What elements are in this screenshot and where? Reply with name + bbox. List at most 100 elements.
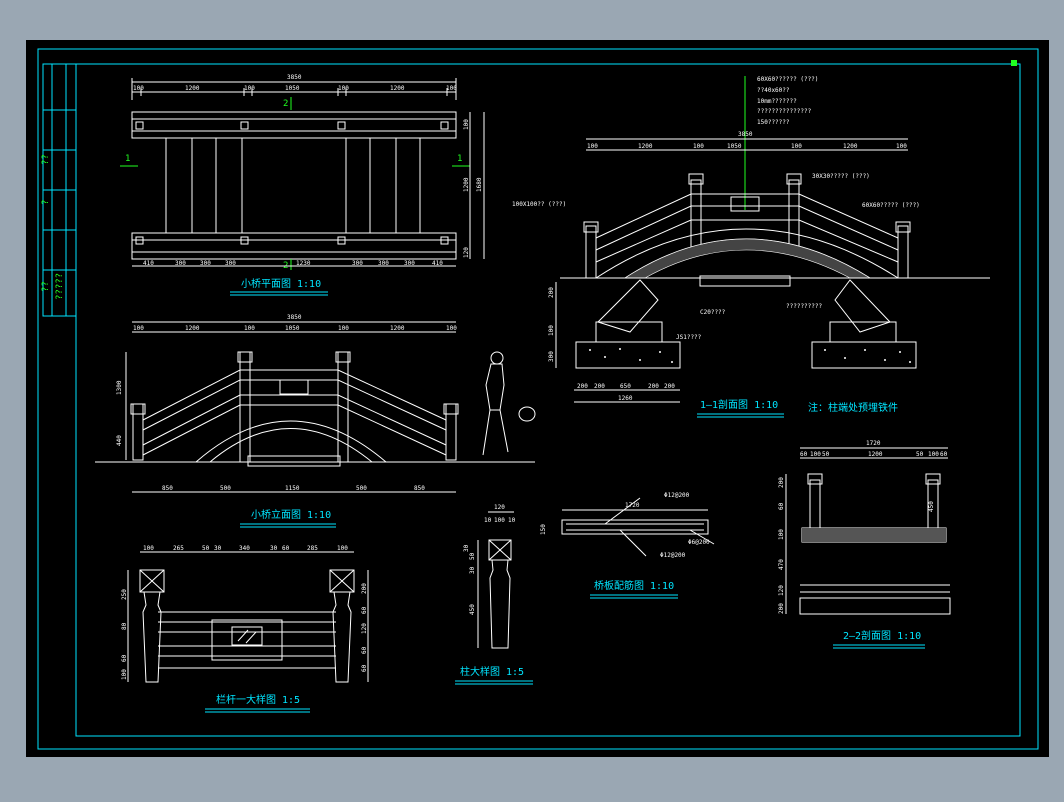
elev-dim: 1050 bbox=[285, 325, 300, 332]
s22-side-dim: 60 bbox=[778, 502, 785, 510]
rail-dim: 100 bbox=[143, 545, 154, 552]
note-text: 注：柱端处预埋铁件 bbox=[808, 401, 898, 414]
footing-dim: 200 bbox=[664, 383, 675, 390]
s22-dim: 100 bbox=[810, 451, 821, 458]
footing-dots bbox=[589, 348, 911, 363]
outer-border bbox=[37, 48, 1039, 750]
footing-dim: 650 bbox=[620, 383, 631, 390]
plan-side-dim: 120 bbox=[463, 247, 470, 258]
rail-dim: 30 bbox=[214, 545, 222, 552]
title-block-cell: ?? bbox=[41, 154, 51, 165]
title-block-cell: ? bbox=[41, 200, 51, 205]
s22-dim: 50 bbox=[822, 451, 830, 458]
plan-dim: 300 bbox=[404, 260, 415, 267]
s22-dim: 50 bbox=[916, 451, 924, 458]
section-1-1-view[interactable]: 60X60?????? (???) ??40x60?? 10mm??????? … bbox=[512, 76, 990, 418]
footing-dim: 200 bbox=[648, 383, 659, 390]
sec-side-dim: 200 bbox=[548, 287, 555, 298]
section-label: ?????????? bbox=[786, 303, 823, 310]
s22-dim: 100 bbox=[928, 451, 939, 458]
title-block-cell: ????? bbox=[55, 273, 65, 300]
plan-dim: 300 bbox=[352, 260, 363, 267]
section-mark: 2 bbox=[283, 99, 288, 109]
post-dim: 100 bbox=[494, 517, 505, 524]
footing-dim: 200 bbox=[594, 383, 605, 390]
rail-dim: 100 bbox=[121, 669, 128, 680]
plan-dim: 100 bbox=[338, 85, 349, 92]
post-dim: 10 bbox=[508, 517, 516, 524]
plan-side-dim: 1680 bbox=[476, 177, 483, 192]
section-mark: 1 bbox=[125, 154, 130, 164]
sec-dim: 1200 bbox=[843, 143, 858, 150]
elev-dim: 850 bbox=[414, 485, 425, 492]
elev-dim: 850 bbox=[162, 485, 173, 492]
post-detail[interactable]: 120 10 100 10 50 30 30 450 柱大样图 1:5 bbox=[455, 504, 533, 685]
section22-title: 2—2剖面图 1:10 bbox=[843, 629, 921, 642]
rail-dim: 340 bbox=[239, 545, 250, 552]
inner-border bbox=[75, 63, 1021, 737]
rail-dim: 60 bbox=[361, 664, 368, 672]
plan-dim: 100 bbox=[244, 85, 255, 92]
section11-title: 1—1剖面图 1:10 bbox=[700, 398, 778, 411]
section-2-2-view[interactable]: 1720 60 100 50 1200 50 100 60 450 200 60… bbox=[778, 440, 951, 649]
elev-side-dim: 1300 bbox=[116, 380, 123, 395]
rail-dim: 80 bbox=[121, 622, 128, 630]
post-dim: 50 bbox=[469, 552, 476, 560]
elevation-title: 小桥立面图 1:10 bbox=[251, 508, 331, 521]
s22-side-dim: 200 bbox=[778, 603, 785, 614]
slab-rebar-detail[interactable]: 1720 150 Φ12@200 Φ6@200 Φ12@200 桥板配筋图 1:… bbox=[540, 492, 715, 599]
elev-dim: 1200 bbox=[390, 325, 405, 332]
plan-dim: 1200 bbox=[390, 85, 405, 92]
plan-dim: 100 bbox=[133, 85, 144, 92]
rail-dim: 60 bbox=[282, 545, 290, 552]
post-dim: 450 bbox=[469, 604, 476, 615]
elev-dim: 1200 bbox=[185, 325, 200, 332]
post-dim: 30 bbox=[469, 566, 476, 574]
callout: 60X60?????? (???) bbox=[757, 76, 818, 83]
plan-dim: 1050 bbox=[285, 85, 300, 92]
plan-dim: 300 bbox=[378, 260, 389, 267]
plan-dim: 410 bbox=[432, 260, 443, 267]
rail-dim: 60 bbox=[361, 646, 368, 654]
sec-side-dim: 100 bbox=[548, 325, 555, 336]
slab-dim: 1720 bbox=[625, 502, 640, 509]
plan-side-dim: 100 bbox=[463, 119, 470, 130]
grip-point[interactable] bbox=[1011, 60, 1017, 66]
sec-side-dim: 300 bbox=[548, 351, 555, 362]
plan-title: 小桥平面图 1:10 bbox=[241, 278, 321, 290]
s22-inner-dim: 450 bbox=[928, 501, 935, 512]
elev-dim: 100 bbox=[244, 325, 255, 332]
section-mark: 1 bbox=[457, 154, 462, 164]
s22-side-dim: 120 bbox=[778, 585, 785, 596]
section-label: JS1???? bbox=[676, 334, 702, 341]
rail-dim: 100 bbox=[337, 545, 348, 552]
sec-total-dim: 3850 bbox=[738, 131, 753, 138]
elev-dim: 1150 bbox=[285, 485, 300, 492]
s22-total: 1720 bbox=[866, 440, 881, 447]
plan-dim: 300 bbox=[175, 260, 186, 267]
slab-title: 桥板配筋图 1:10 bbox=[594, 579, 674, 592]
scale-figure bbox=[482, 351, 536, 456]
plan-dim: 100 bbox=[446, 85, 457, 92]
plan-dim: 1200 bbox=[185, 85, 200, 92]
callout: 10mm??????? bbox=[757, 98, 797, 105]
railing-detail[interactable]: 100 265 50 30 340 30 60 285 100 250 80 6… bbox=[121, 545, 369, 713]
sec-dim: 100 bbox=[791, 143, 802, 150]
sec-dim: 100 bbox=[896, 143, 907, 150]
plan-side-dim: 1200 bbox=[463, 177, 470, 192]
bridge-plan-view[interactable]: 3850 100 1200 100 1050 100 1200 100 bbox=[120, 74, 485, 296]
s22-side-dim: 470 bbox=[778, 559, 785, 570]
plan-dim: 410 bbox=[143, 260, 154, 267]
plan-dim: 300 bbox=[225, 260, 236, 267]
callout: 150?????? bbox=[757, 119, 790, 126]
model-space-background bbox=[26, 40, 1049, 757]
bridge-elevation-view[interactable]: 3850 100 1200 100 1050 100 1200 100 1300… bbox=[95, 314, 536, 528]
elev-total-dim: 3850 bbox=[287, 314, 302, 321]
s22-dim: 60 bbox=[800, 451, 808, 458]
footing-total: 1260 bbox=[618, 395, 633, 402]
section-label: 60X60????? (???) bbox=[862, 202, 920, 209]
post-title: 柱大样图 1:5 bbox=[460, 665, 524, 678]
plan-total-dim: 3850 bbox=[287, 74, 302, 81]
